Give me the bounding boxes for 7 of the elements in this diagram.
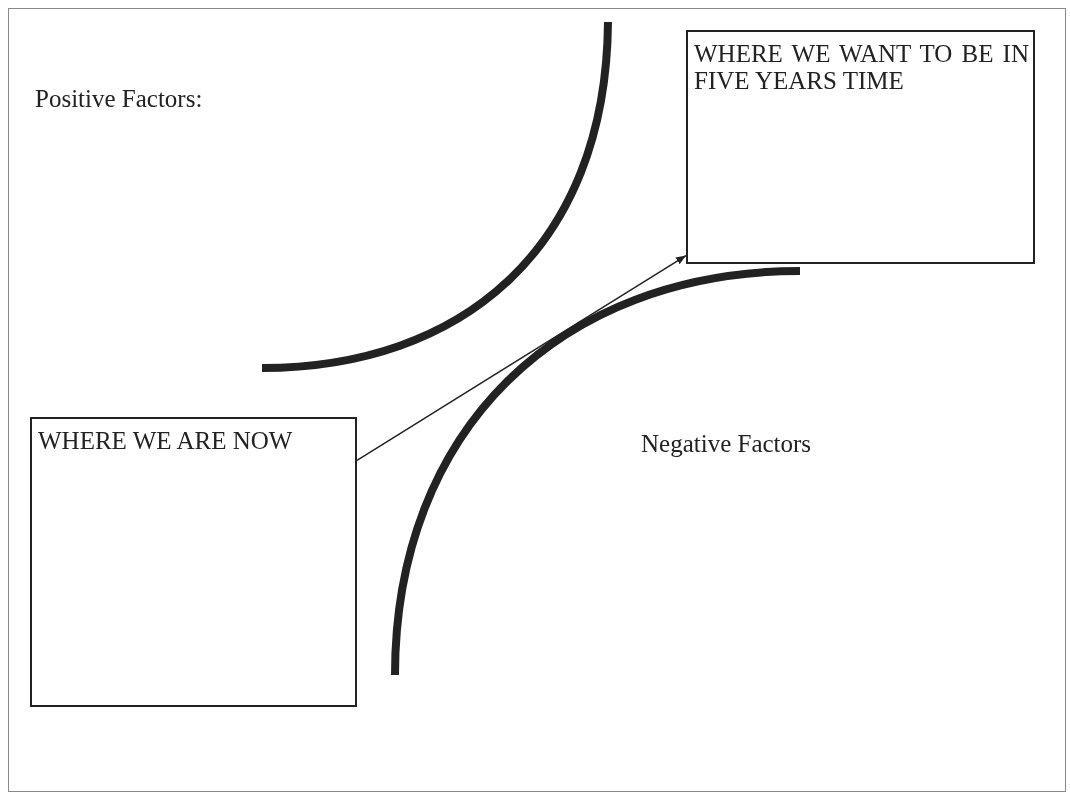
factor-label: Negative Factors xyxy=(641,430,812,458)
text-box xyxy=(30,417,357,707)
arrow xyxy=(356,254,687,461)
text-box xyxy=(686,30,1035,264)
factor-label: Positive Factors: xyxy=(35,85,203,113)
box-heading: WHERE WE WANT TO BE IN FIVE YEARS TIME xyxy=(694,40,1029,94)
box-heading: WHERE WE ARE NOW xyxy=(38,427,294,454)
